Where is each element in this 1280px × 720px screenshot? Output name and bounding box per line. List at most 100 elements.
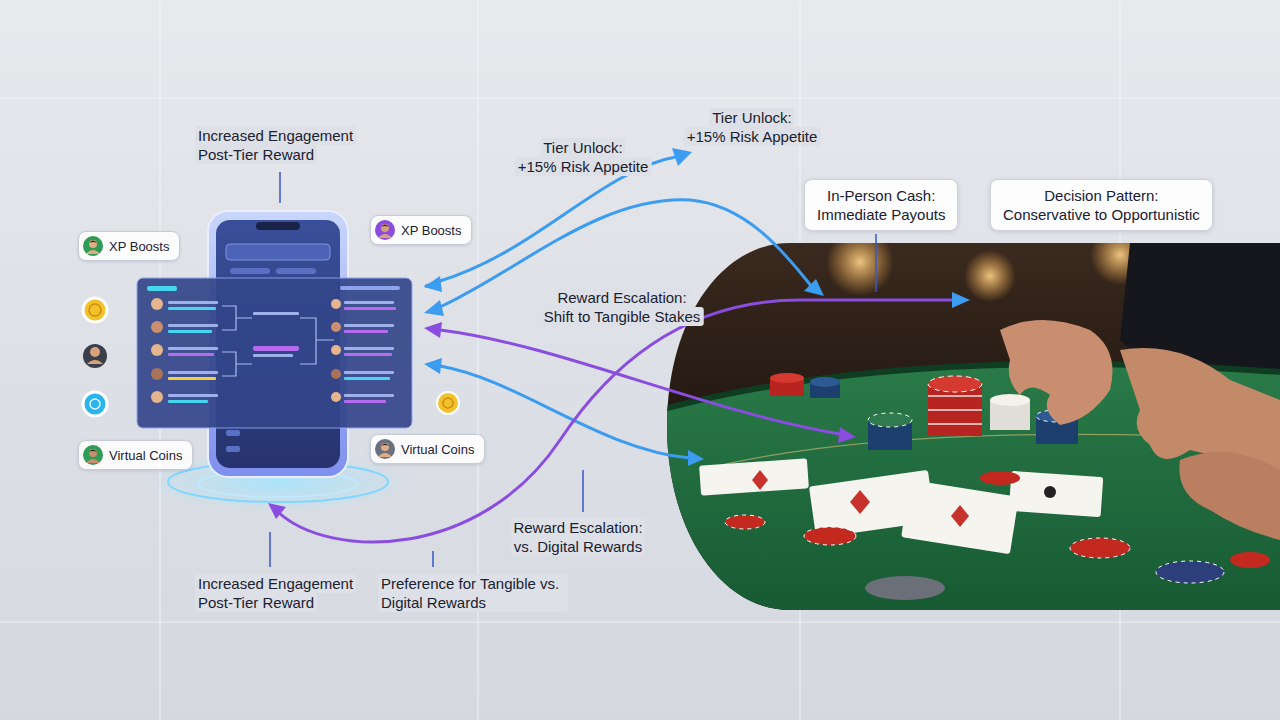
avatar-icon bbox=[83, 445, 103, 465]
drawing-line bbox=[582, 470, 584, 512]
drawing-path bbox=[300, 318, 334, 364]
annotation-label: +15% Risk Appetite bbox=[515, 157, 652, 176]
flow-arrows bbox=[268, 148, 970, 542]
drawing-line bbox=[477, 0, 478, 720]
label-holder: Increased Engagement bbox=[195, 574, 356, 593]
drawing-rect bbox=[253, 354, 293, 357]
annotation-label: Reward Escalation: bbox=[510, 518, 645, 537]
drawing-path bbox=[424, 322, 442, 338]
drawing-rect bbox=[168, 400, 208, 403]
reward-pill: XP Boosts bbox=[370, 215, 472, 245]
leader-lines bbox=[270, 172, 876, 567]
drawing-rect bbox=[344, 330, 388, 333]
drawing-path bbox=[804, 279, 824, 296]
drawing-ellipse bbox=[928, 376, 982, 392]
drawing-ellipse bbox=[990, 394, 1030, 406]
drawing-path bbox=[278, 300, 956, 542]
drawing-circle bbox=[331, 299, 341, 309]
reward-pill: Virtual Coins bbox=[78, 440, 193, 470]
avatar-part bbox=[381, 224, 389, 232]
drawing-circle bbox=[443, 398, 453, 408]
box-text: Conservative to Opportunistic bbox=[1003, 205, 1200, 224]
drawing-circle bbox=[437, 392, 459, 414]
drawing-rect bbox=[344, 394, 394, 397]
drawing-path bbox=[440, 200, 812, 307]
leaderboard-panel bbox=[137, 278, 412, 428]
drawing-ellipse bbox=[865, 576, 945, 600]
annotation-label: Increased Engagement bbox=[195, 126, 356, 145]
drawing-circle bbox=[151, 391, 163, 403]
drawing-line bbox=[432, 551, 434, 567]
drawing-ellipse bbox=[770, 373, 804, 383]
drawing-line bbox=[0, 621, 1280, 622]
avatar-icon bbox=[83, 236, 103, 256]
drawing-g bbox=[1000, 320, 1280, 540]
label-holder: Shift to Tangible Stakes bbox=[541, 307, 704, 326]
label-holder: Reward Escalation: bbox=[510, 518, 645, 537]
drawing-ellipse bbox=[725, 515, 765, 529]
drawing-circle bbox=[331, 345, 341, 355]
drawing-g bbox=[699, 458, 1103, 554]
drawing-circle bbox=[331, 369, 341, 379]
drawing-path bbox=[838, 427, 856, 443]
drawing-path bbox=[424, 276, 442, 292]
drawing-path bbox=[222, 306, 252, 330]
drawing-circle bbox=[826, 228, 894, 296]
drawing-rect bbox=[168, 301, 218, 304]
annotation-label: Reward Escalation: bbox=[554, 288, 689, 307]
drawing-circle bbox=[151, 321, 163, 333]
avatar-part bbox=[378, 453, 392, 457]
drawing-rect bbox=[344, 301, 394, 304]
poker-table-photo bbox=[660, 225, 1280, 612]
drawing-circle bbox=[331, 322, 341, 332]
drawing-line bbox=[928, 409, 982, 411]
annotation-label: Post-Tier Reward bbox=[195, 593, 317, 612]
drawing-rect bbox=[168, 377, 216, 380]
drawing-path bbox=[850, 490, 870, 514]
avatar-part bbox=[375, 439, 395, 459]
reward-pill: XP Boosts bbox=[78, 231, 180, 261]
drawing-rect bbox=[137, 278, 412, 428]
drawing-rect bbox=[344, 324, 394, 327]
drawing-rect bbox=[226, 446, 240, 452]
annotation-label: Shift to Tangible Stakes bbox=[541, 307, 704, 326]
drawing-line bbox=[279, 172, 281, 203]
drawing-rect bbox=[168, 353, 214, 356]
label-holder: Tier Unlock: bbox=[540, 138, 625, 157]
drawing-rect bbox=[168, 394, 218, 397]
drawing-circle bbox=[964, 250, 1016, 302]
drawing-rect bbox=[340, 286, 400, 290]
drawing-path bbox=[1120, 348, 1280, 470]
avatar-part bbox=[89, 240, 97, 248]
drawing-rect bbox=[168, 307, 216, 310]
drawing-rect bbox=[1009, 471, 1104, 517]
drawing-rect bbox=[344, 371, 394, 374]
avatar-part bbox=[381, 443, 389, 451]
drawing-rect bbox=[168, 347, 218, 350]
box-text: XP Boosts bbox=[109, 239, 169, 254]
drawing-ellipse bbox=[980, 471, 1020, 485]
drawing-line bbox=[928, 395, 982, 397]
drawing-path bbox=[952, 292, 970, 308]
box-text: XP Boosts bbox=[401, 223, 461, 238]
drawing-path bbox=[440, 330, 840, 434]
drawing-ellipse bbox=[1070, 538, 1130, 558]
drawing-rect bbox=[230, 268, 270, 274]
label-holder: Preference for Tangible vs. Digital Rewa… bbox=[378, 574, 568, 612]
drawing-rect bbox=[344, 307, 396, 310]
drawing-rect bbox=[253, 312, 299, 315]
drawing-path bbox=[424, 300, 444, 316]
annotation-label: Post-Tier Reward bbox=[195, 145, 317, 164]
drawing-rect bbox=[253, 346, 299, 351]
reward-pill: Virtual Coins bbox=[370, 434, 485, 464]
drawing-rect bbox=[168, 324, 218, 327]
drawing-g bbox=[928, 396, 982, 424]
avatar-icon bbox=[375, 220, 395, 240]
box-text: Immediate Payouts bbox=[817, 205, 945, 224]
drawing-path bbox=[440, 156, 680, 281]
drawing-circle bbox=[151, 298, 163, 310]
drawing-path bbox=[268, 503, 286, 519]
drawing-line bbox=[875, 234, 877, 292]
avatar-part bbox=[375, 220, 395, 240]
